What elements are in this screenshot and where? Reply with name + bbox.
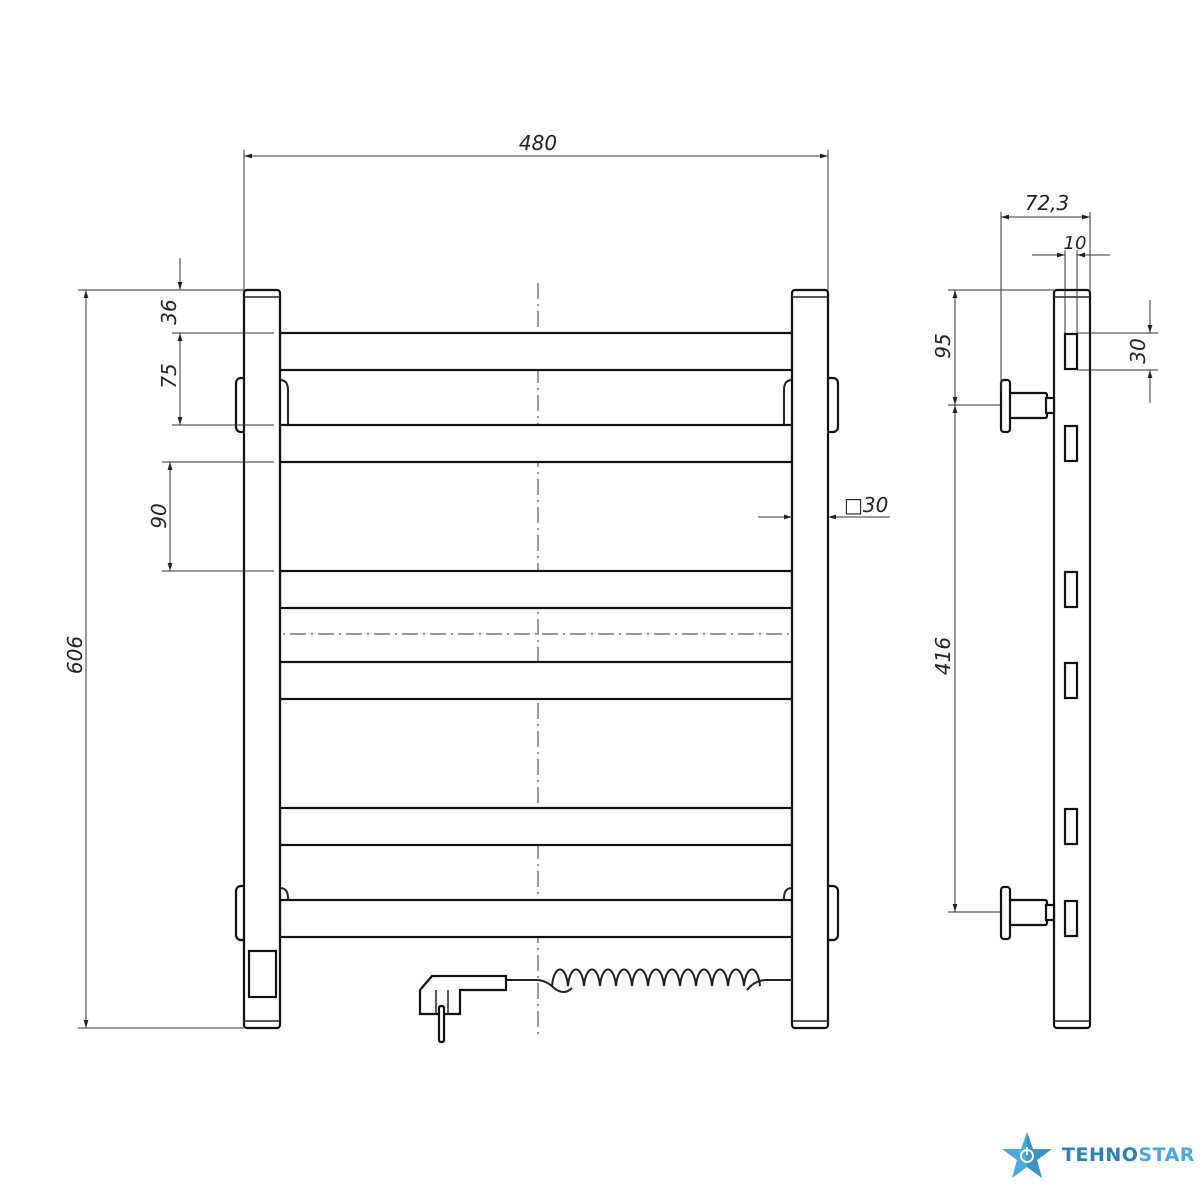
rails — [278, 331, 794, 939]
dim-slot-height: 30 — [1126, 338, 1150, 363]
side-view: 72,3 10 95 416 30 — [931, 191, 1158, 1030]
dim-rail-gap-mid: 90 — [147, 503, 171, 528]
rail — [278, 569, 794, 610]
dim-top-offset: 36 — [157, 299, 181, 324]
star-power-icon — [1002, 1132, 1052, 1178]
rail — [278, 331, 794, 372]
dim-height: 606 — [63, 636, 87, 674]
brand-name: TEHNOSTAR — [1062, 1144, 1195, 1166]
thermostat-box — [247, 949, 278, 999]
dim-tube-section: □30 — [844, 493, 888, 517]
side-post — [1052, 288, 1092, 1030]
dim-width: 480 — [519, 131, 557, 155]
plug-pin — [437, 1004, 446, 1044]
dim-slot-depth: 10 — [1064, 233, 1087, 254]
rail — [278, 806, 794, 847]
dim-bracket-spacing: 416 — [931, 637, 955, 675]
tehnostar-logo: TEHNOSTAR — [1000, 1130, 1195, 1180]
left-post — [242, 288, 282, 1030]
rail — [278, 423, 794, 464]
side-brackets — [999, 378, 1056, 941]
rail — [278, 660, 794, 701]
brand-part-1: TEHNO — [1062, 1144, 1139, 1166]
dim-rail-gap-top: 75 — [157, 363, 181, 388]
power-cord — [418, 968, 792, 1044]
plug — [418, 974, 508, 1016]
brand-part-2: STAR — [1138, 1144, 1195, 1166]
dim-bracket-offset: 95 — [931, 333, 955, 358]
right-post — [790, 288, 830, 1030]
dim-depth: 72,3 — [1025, 191, 1070, 215]
rail-slots — [1063, 332, 1079, 938]
front-view: 480 606 36 75 90 □30 — [63, 131, 890, 1044]
rail — [278, 898, 794, 939]
